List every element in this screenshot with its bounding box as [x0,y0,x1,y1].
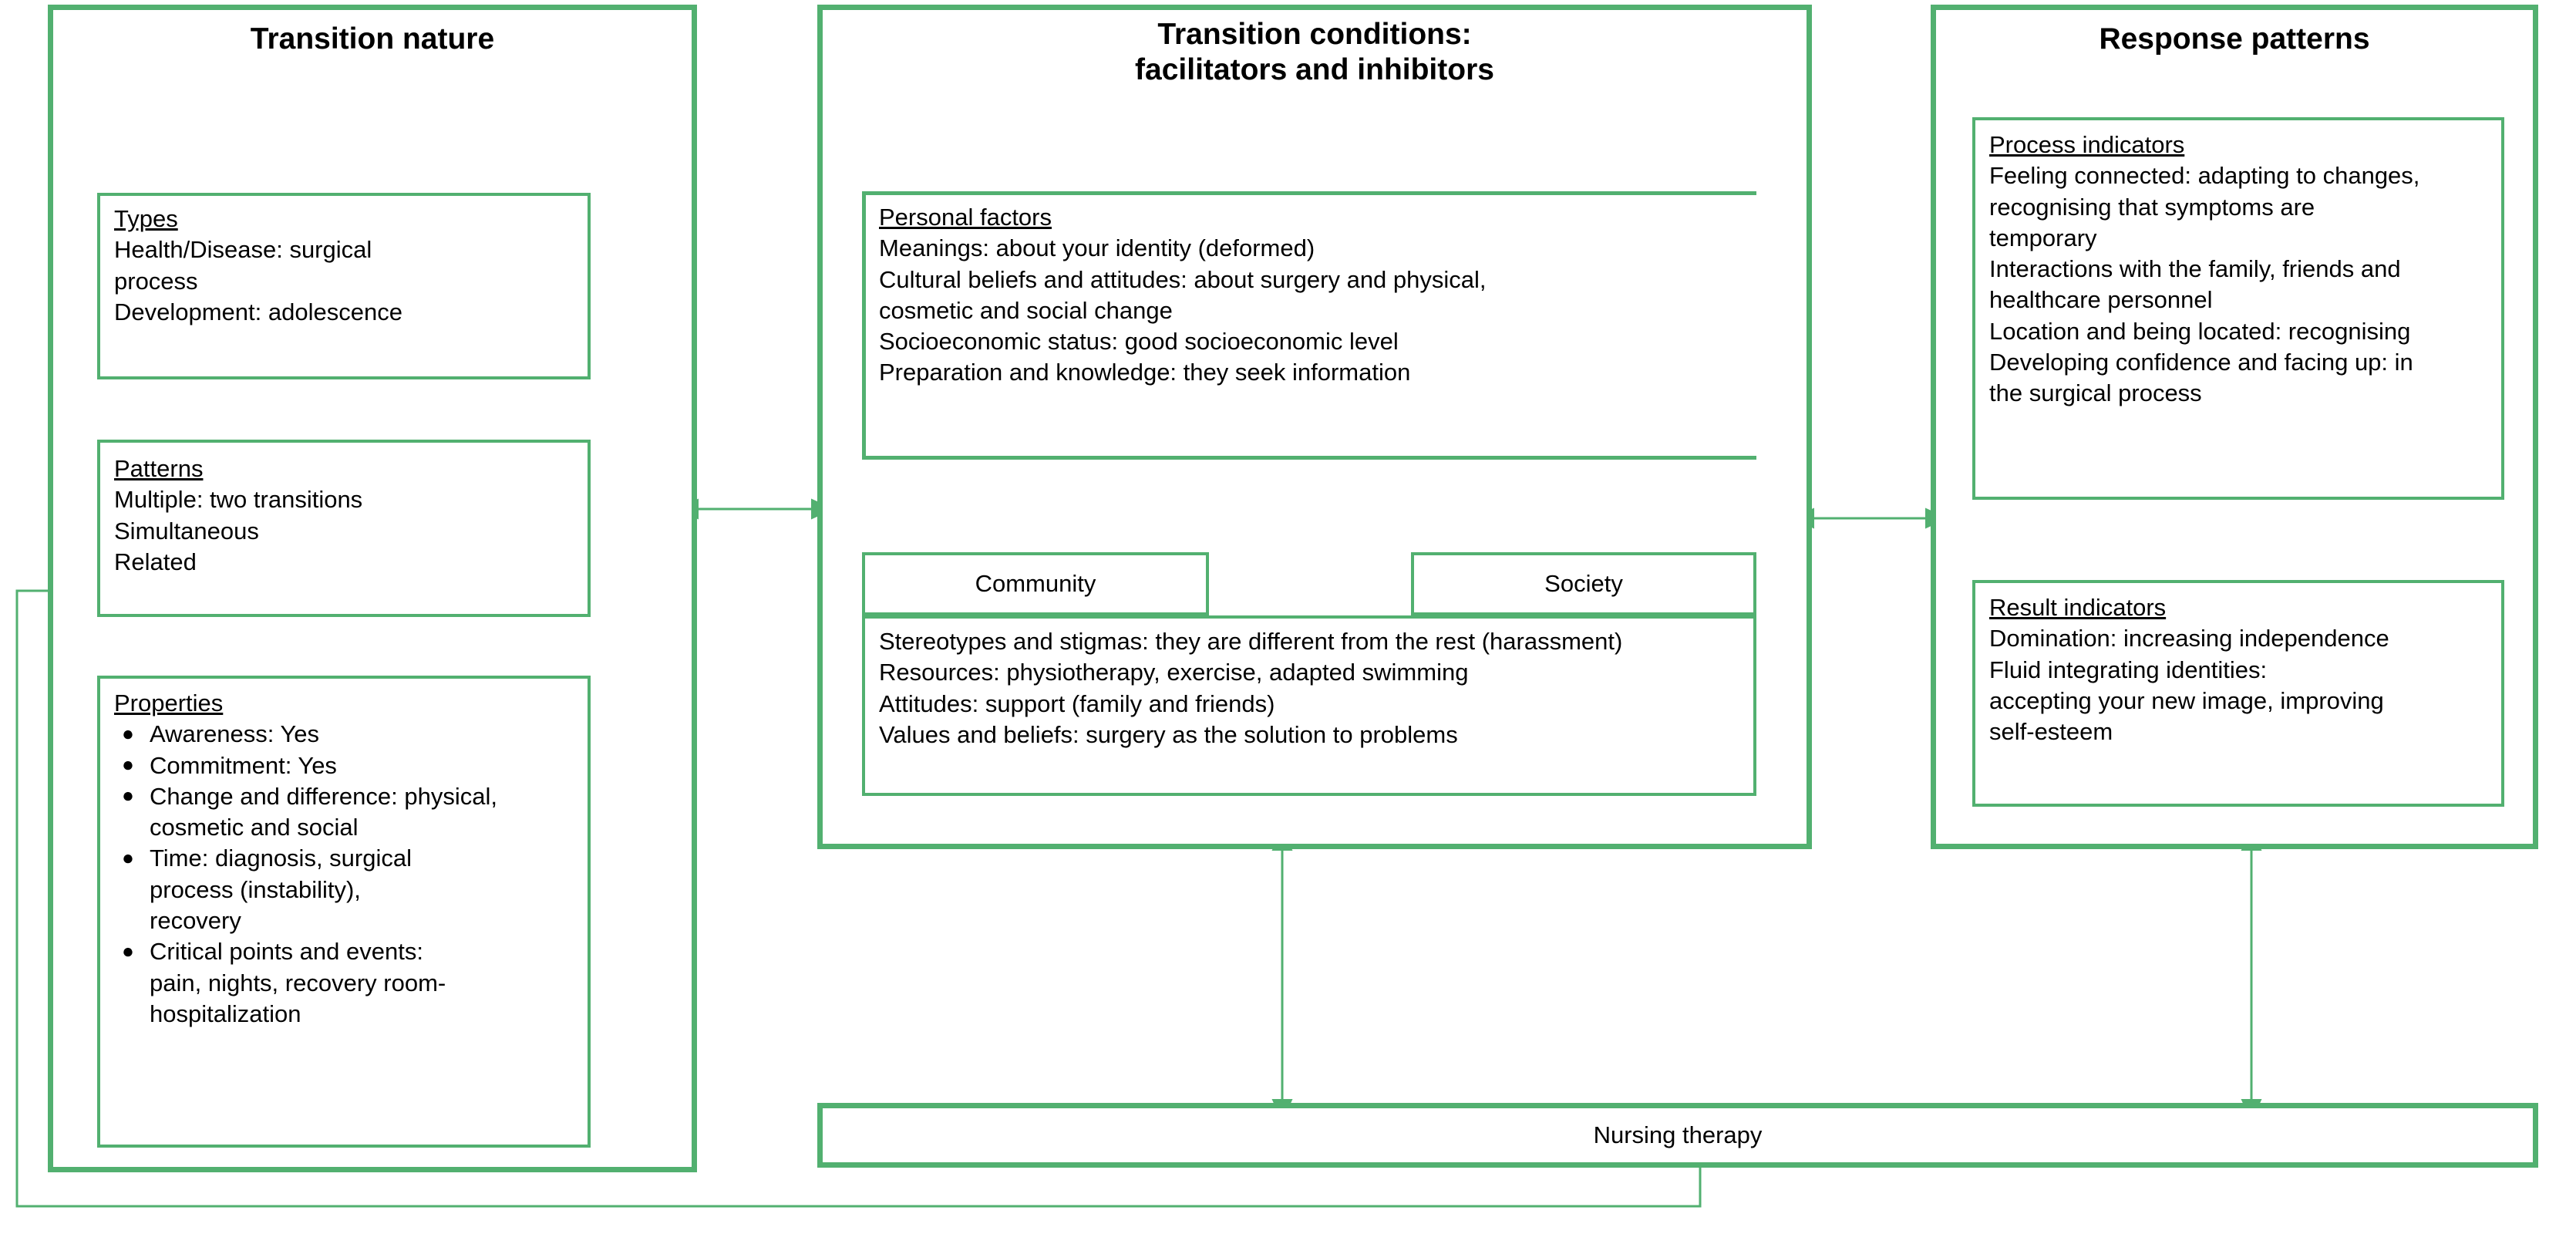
box-nursing-therapy-label: Nursing therapy [1593,1121,1763,1148]
box-patterns-line-2: Simultaneous [114,517,259,545]
process-line-1: Feeling connected: adapting to changes, [1989,162,2420,190]
box-community-society-detail-content: Stereotypes and stigmas: they are differ… [879,626,1758,750]
box-types-heading: Types [114,205,178,232]
process-line-3: temporary [1989,224,2097,251]
detail-line-3: Attitudes: support (family and friends) [879,689,1275,717]
list-item: ● Time: diagnosis, surgical process (ins… [114,843,596,936]
process-line-2: recognising that symptoms are [1989,193,2315,221]
personal-factors-line-4: Socioeconomic status: good socioeconomic… [879,328,1399,356]
list-item: ● Critical points and events: pain, nigh… [114,936,596,1030]
bullet-icon: ● [122,784,134,807]
properties-b3-l2: cosmetic and social [150,814,359,841]
result-line-2: Fluid integrating identities: [1989,656,2268,683]
bullet-icon: ● [122,752,134,776]
personal-factors-line-3: cosmetic and social change [879,296,1173,324]
box-process-indicators [1972,117,2504,500]
box-types-line-3: Development: adolescence [114,298,402,325]
detail-line-2: Resources: physiotherapy, exercise, adap… [879,659,1469,686]
box-patterns-content: Patterns Multiple: two transitions Simul… [114,453,592,578]
box-personal-factors-heading: Personal factors [879,204,1052,231]
panel-title-line-2: facilitators and inhibitors [1135,53,1494,87]
box-patterns [97,440,591,617]
box-types-content: Types Health/Disease: surgical process D… [114,204,592,328]
personal-factors-line-5: Preparation and knowledge: they seek inf… [879,359,1411,386]
result-line-3: accepting your new image, improving [1989,686,2384,714]
properties-b3-l1: Change and difference: physical, [150,782,497,810]
box-types-line-1: Health/Disease: surgical [114,236,372,264]
list-item: ● Commitment: Yes [114,750,596,781]
box-types-line-2: process [114,267,198,295]
box-society [1411,552,1756,615]
box-properties-content: Properties ● Awareness: Yes ● Commitment… [114,688,596,1030]
box-community-society-detail [862,615,1756,796]
box-properties-heading: Properties [114,689,224,716]
box-result-indicators-content: Result indicators Domination: increasing… [1989,592,2514,747]
personal-factors-line-1: Meanings: about your identity (deformed) [879,234,1315,262]
list-item: ● Awareness: Yes [114,719,596,750]
bullet-icon: ● [122,721,134,745]
list-item: ● Change and difference: physical, cosme… [114,781,596,844]
box-result-indicators-heading: Result indicators [1989,594,2167,621]
bullet-icon: ● [122,845,134,869]
box-process-indicators-content: Process indicators Feeling connected: ad… [1989,130,2514,410]
box-result-indicators [1972,580,2504,807]
process-line-4: Interactions with the family, friends an… [1989,255,2401,283]
properties-b4-l3: recovery [150,907,241,935]
properties-b4-l2: process (instability), [150,875,361,903]
properties-b5-l2: pain, nights, recovery room- [150,969,446,996]
box-types [97,193,591,379]
box-patterns-line-3: Related [114,548,197,575]
panel-title-transition-nature: Transition nature [250,22,495,56]
box-patterns-heading: Patterns [114,455,204,482]
result-line-1: Domination: increasing independence [1989,625,2389,652]
box-community [862,552,1209,615]
properties-b2-l1: Commitment: Yes [150,751,337,779]
box-personal-factors [862,191,1756,460]
process-line-8: the surgical process [1989,379,2202,407]
detail-line-1: Stereotypes and stigmas: they are differ… [879,628,1623,655]
properties-b5-l1: Critical points and events: [150,938,423,966]
box-personal-factors-content: Personal factors Meanings: about your id… [879,202,1789,389]
box-properties [97,676,591,1148]
properties-list: ● Awareness: Yes ● Commitment: Yes ● Cha… [114,719,596,1030]
arrow-nursing-feedback [15,580,1702,1208]
panel-title-line-1: Transition conditions: [1157,18,1472,51]
properties-b5-l3: hospitalization [150,1000,301,1027]
box-community-label: Community [975,570,1096,597]
process-line-5: healthcare personnel [1989,286,2213,314]
panel-title-transition-conditions: Transition conditions: facilitators and … [817,17,1812,88]
personal-factors-line-2: Cultural beliefs and attitudes: about su… [879,265,1487,293]
properties-b4-l1: Time: diagnosis, surgical [150,845,412,872]
bullet-icon: ● [122,939,134,963]
result-line-4: self-esteem [1989,718,2113,746]
properties-b1-l1: Awareness: Yes [150,720,320,748]
process-line-7: Developing confidence and facing up: in [1989,349,2413,376]
detail-line-4: Values and beliefs: surgery as the solut… [879,720,1458,748]
panel-title-response-patterns: Response patterns [2099,22,2370,56]
box-patterns-line-1: Multiple: two transitions [114,486,363,514]
box-nursing-therapy [817,1103,2538,1168]
process-line-6: Location and being located: recognising [1989,317,2411,345]
box-society-label: Society [1544,570,1623,597]
box-process-indicators-heading: Process indicators [1989,131,2185,158]
